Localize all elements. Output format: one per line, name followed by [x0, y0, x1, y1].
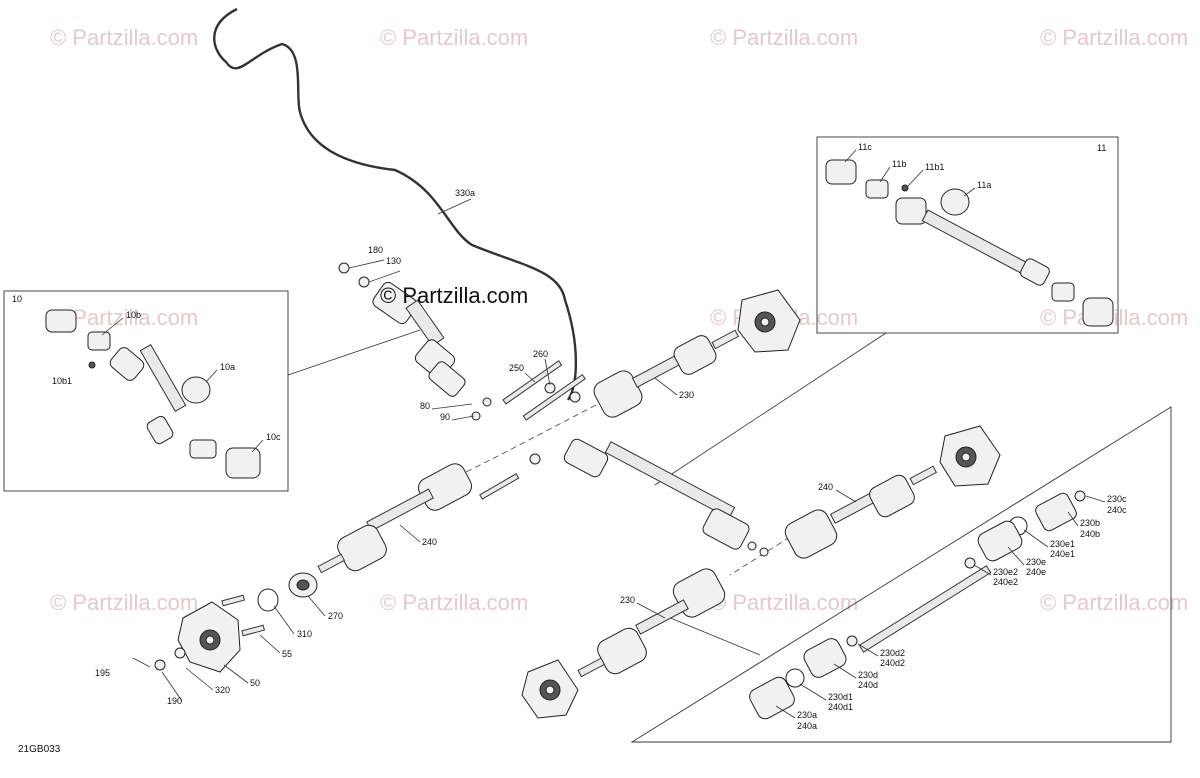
axis-line-lower: [729, 536, 791, 576]
part-label: 10c: [266, 432, 281, 442]
watermark-text: © Partzilla.com: [50, 25, 198, 50]
inset-11-parts: [825, 159, 1114, 327]
part-label: 10b: [126, 310, 141, 320]
watermark-text: © Partzilla.com: [1040, 590, 1188, 615]
part-label: 240a: [797, 721, 817, 731]
part-label: 240: [818, 482, 833, 492]
part-label: 230c: [1107, 494, 1127, 504]
part-label: 80: [420, 401, 430, 411]
part-label: 240d1: [828, 702, 853, 712]
part-label: 230d1: [828, 692, 853, 702]
part-label: 11c: [858, 142, 872, 152]
wheel-hub-upper-right: [737, 289, 801, 353]
inset-pointer-10: [287, 329, 421, 376]
prop-shaft-rear: [563, 438, 769, 557]
part-label: 230: [620, 595, 635, 605]
part-label: 10b1: [52, 376, 72, 386]
drive-shaft-240-left: [317, 463, 473, 574]
part-label: 240e1: [1050, 549, 1075, 559]
inset-frame-10: [3, 290, 289, 492]
part-label: 240d: [858, 680, 878, 690]
part-label: 130: [386, 256, 401, 266]
part-label: 90: [440, 412, 450, 422]
part-label: 260: [533, 349, 548, 359]
part-label: 11b: [892, 159, 906, 169]
part-label: 230: [679, 390, 694, 400]
leader-lines: [101, 149, 1106, 719]
part-label: 230d2: [880, 648, 905, 658]
part-label: 11a: [977, 180, 991, 190]
part-label: 230d: [858, 670, 878, 680]
part-label: 10: [12, 294, 22, 304]
watermark-text: © Partzilla.com: [1040, 305, 1188, 330]
part-label: 55: [282, 649, 292, 659]
part-label: 310: [297, 629, 312, 639]
drive-shaft-230-upper: [593, 329, 740, 418]
ring-310: [257, 588, 279, 612]
part-label: 330a: [455, 188, 475, 198]
wheel-hub-right: [939, 425, 1001, 487]
part-label: 240: [422, 537, 437, 547]
watermark-layer: © Partzilla.com © Partzilla.com © Partzill…: [50, 25, 1188, 615]
prop-shaft-front: [372, 281, 466, 397]
inset-10-parts: [45, 309, 261, 479]
inset-pointer-11: [654, 332, 887, 486]
bearing-270: [288, 572, 318, 598]
inset-frame-axle: [630, 406, 1172, 743]
diagram-code: 21GB033: [18, 744, 61, 755]
watermark-text: © Partzilla.com: [1040, 25, 1188, 50]
part-label: 230e2: [993, 567, 1018, 577]
part-label: 190: [167, 696, 182, 706]
drive-shaft-240-right: [784, 465, 938, 559]
wheel-hub-lower: [521, 659, 579, 719]
cable-330a: [213, 7, 578, 401]
part-label: 11: [1097, 143, 1106, 153]
part-label: 240c: [1107, 505, 1127, 515]
axle-exploded-parts: [749, 490, 1086, 720]
watermark-text: © Partzilla.com: [380, 25, 528, 50]
part-label: 195: [95, 668, 110, 678]
part-label: 230b: [1080, 518, 1100, 528]
watermark-text: © Partzilla.com: [50, 590, 198, 615]
part-label: 250: [509, 363, 524, 373]
part-label: 180: [368, 245, 383, 255]
part-label: 11b1: [925, 162, 944, 172]
hardware-center: [338, 259, 586, 500]
wheel-hub-lower-left: [132, 594, 266, 673]
brand-watermark: © Partzilla.com: [380, 283, 528, 308]
watermark-text: © Partzilla.com: [710, 25, 858, 50]
part-label: 230e: [1026, 557, 1046, 567]
part-label: 240e: [1026, 567, 1046, 577]
part-label: 230e1: [1050, 539, 1075, 549]
watermark-text: © Partzilla.com: [380, 590, 528, 615]
watermark-text: © Partzilla.com: [710, 590, 858, 615]
inset-frame-11: [816, 136, 1119, 334]
part-label: 10a: [220, 362, 235, 372]
drive-shaft-230-lower: [577, 568, 726, 678]
part-label: 320: [215, 685, 230, 695]
inset-pointer-axle: [667, 616, 761, 656]
part-label: 50: [250, 678, 260, 688]
part-label: 240e2: [993, 577, 1018, 587]
part-label: 240b: [1080, 529, 1100, 539]
part-label: 230a: [797, 710, 817, 720]
part-label: 270: [328, 611, 343, 621]
part-label: 240d2: [880, 658, 905, 668]
